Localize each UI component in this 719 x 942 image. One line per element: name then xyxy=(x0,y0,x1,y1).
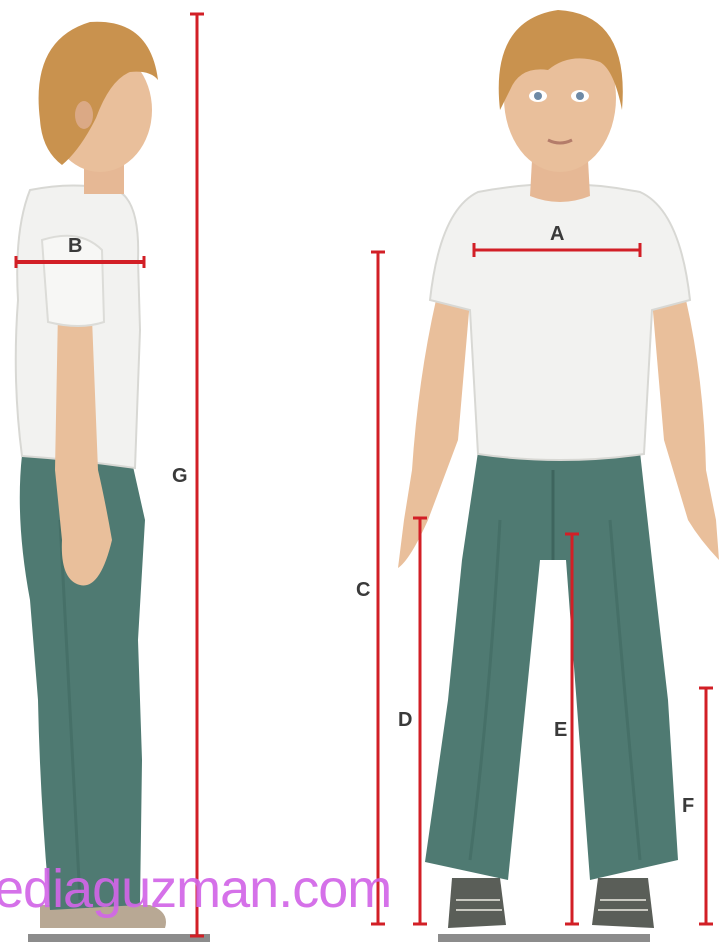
label-d: D xyxy=(398,709,412,731)
floor-plate-front xyxy=(438,934,650,942)
label-g: G xyxy=(172,465,188,487)
label-b: B xyxy=(68,235,82,257)
front-arm-right xyxy=(652,300,719,560)
front-shoe-left xyxy=(448,878,506,928)
front-arm-left xyxy=(398,300,470,568)
front-shoe-right xyxy=(592,878,654,928)
label-c: C xyxy=(356,579,370,601)
label-e: E xyxy=(554,719,567,741)
label-f: F xyxy=(682,795,694,817)
label-a: A xyxy=(550,223,564,245)
front-view-figure xyxy=(398,10,719,942)
watermark-text: ediaguzman.com xyxy=(0,858,391,920)
floor-plate-side xyxy=(28,934,210,942)
